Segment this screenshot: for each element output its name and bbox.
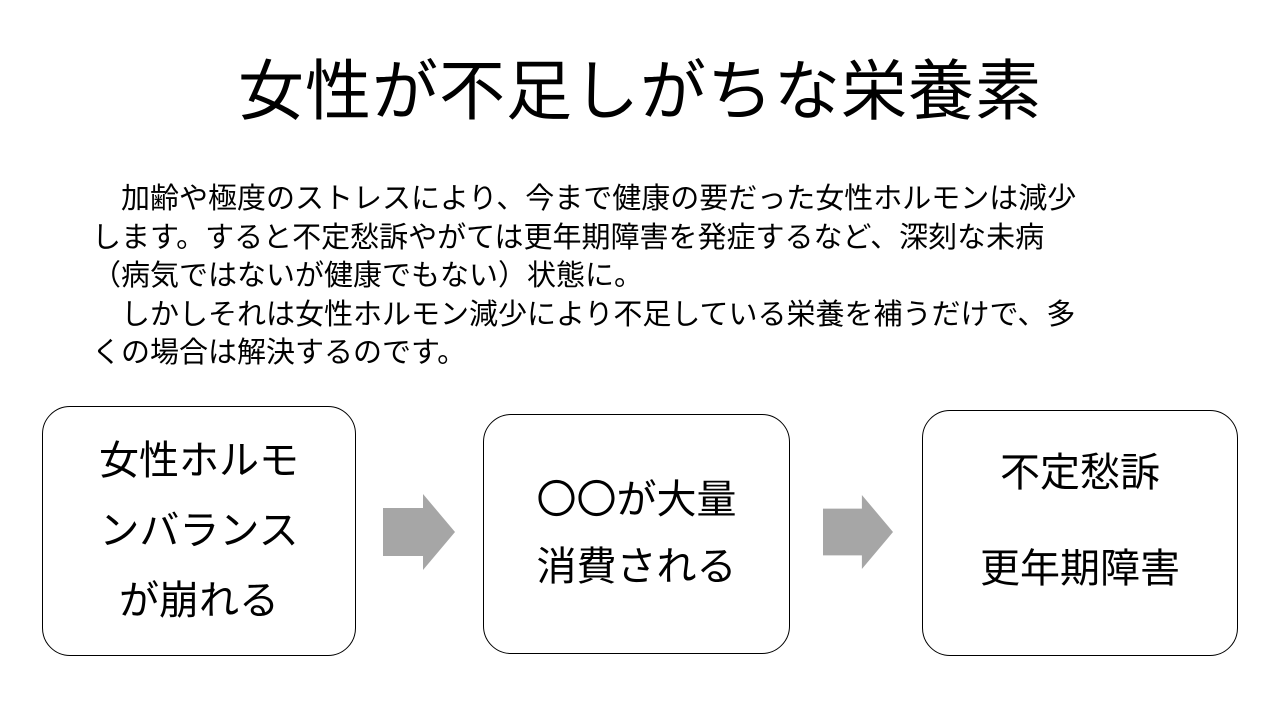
flow-box-label: 〇〇が大量 消費される	[536, 478, 737, 589]
right-block-arrow-icon	[383, 494, 455, 570]
right-block-arrow-shape	[823, 495, 893, 569]
slide-title: 女性が不足しがちな栄養素	[238, 54, 1042, 128]
flow-box-hormone-balance: 女性ホルモ ンバランス が崩れる	[42, 406, 356, 656]
right-block-arrow-shape	[383, 494, 455, 570]
flow-box-symptoms: 不定愁訴 更年期障害	[922, 410, 1238, 656]
body-paragraph: 加齢や極度のストレスにより、今まで健康の要だった女性ホルモンは減少 します。する…	[92, 183, 1077, 369]
right-block-arrow-icon	[823, 495, 893, 569]
flow-box-label: 女性ホルモ ンバランス が崩れる	[99, 439, 299, 623]
flow-box-label: 不定愁訴 更年期障害	[980, 450, 1180, 591]
flow-box-nutrient-consumed: 〇〇が大量 消費される	[483, 414, 790, 654]
